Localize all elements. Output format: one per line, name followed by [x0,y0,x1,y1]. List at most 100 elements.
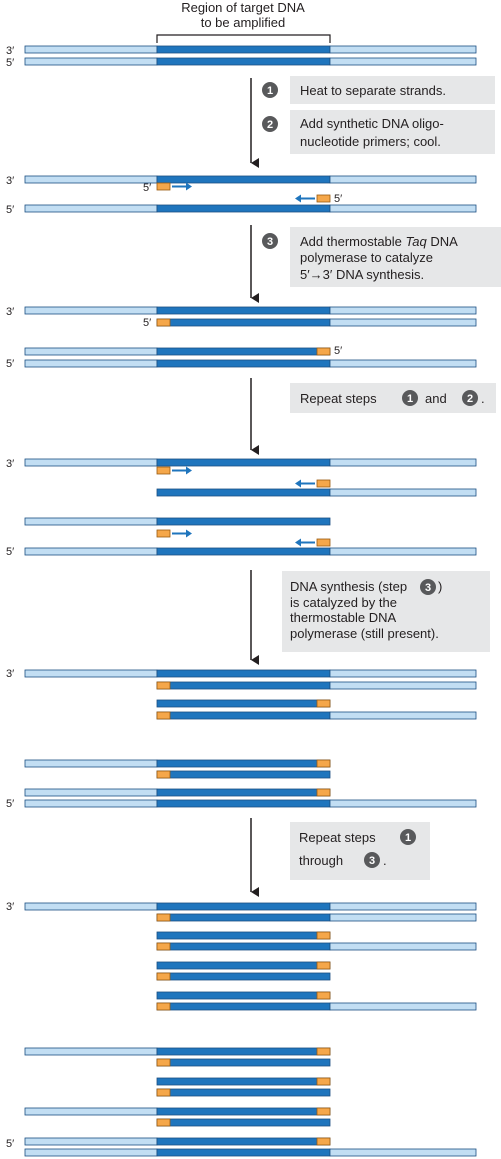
synthesis-badge [420,579,436,595]
three-prime-label: 3′ [6,668,14,680]
arrow-head [186,466,192,475]
header-line1: Region of target DNA [181,0,305,15]
step3-note: 3 Add thermostable Taq DNA polymerase to… [262,227,501,287]
target-region-bracket [156,34,331,43]
flanking-segment [329,204,477,213]
target-segment [156,306,331,315]
primer [156,466,171,475]
target-segment [156,1058,331,1067]
flanking-segment [329,306,477,315]
target-segment [156,204,331,213]
three-prime-label: 3′ [6,175,14,187]
synthesis-badge-number: 3 [425,582,431,594]
repeat-1-3-line1: Repeat steps [299,830,376,845]
three-prime-label: 3′ [6,458,14,470]
target-segment [156,517,331,526]
flanking-segment [24,669,158,678]
flanking-segment [24,759,158,768]
primer [156,1002,171,1011]
target-segment [156,458,331,467]
primer [156,913,171,922]
target-segment [156,1002,331,1011]
arrow-head [295,538,301,547]
flanking-segment [24,1107,158,1116]
primer [156,1088,171,1097]
repeat-1-2-note-box [290,383,496,413]
flanking-segment [24,45,158,54]
step3-badge-number: 3 [267,236,273,248]
synthesis-line1-close: ) [438,579,442,594]
target-segment [156,669,331,678]
five-prime-primer-label: 5′ [143,317,151,329]
target-segment [156,547,331,556]
step2-note-box [290,110,495,154]
flanking-segment [24,799,158,808]
arrow-head [295,194,301,203]
five-prime-label: 5′ [6,546,14,558]
primer [156,1058,171,1067]
target-segment [156,318,331,327]
repeat-1-2-badge-1-number: 1 [407,393,413,405]
target-segment [156,759,331,768]
synthesis-line4: polymerase (still present). [290,626,439,641]
target-segment [156,711,331,720]
primer [156,529,171,538]
target-segment [156,913,331,922]
step2-text-line2: nucleotide primers; cool. [300,134,441,149]
repeat-1-2-text: Repeat steps [300,391,377,406]
flanking-segment [329,57,477,66]
step3-text-line1-pre: Add thermostable [300,234,406,249]
flanking-segment [329,175,477,184]
step3-text-line1: Add thermostable Taq DNA [300,234,458,249]
primer [156,972,171,981]
three-prime-label: 3′ [6,901,14,913]
flanking-segment [329,913,477,922]
flanking-segment [329,359,477,368]
flanking-segment [329,547,477,556]
primer [156,942,171,951]
repeat-1-3-badge-1 [400,829,416,845]
flanking-segment [24,1148,158,1157]
target-segment [156,1148,331,1157]
target-segment [156,1088,331,1097]
primer [316,538,331,547]
flanking-segment [24,902,158,911]
target-segment [156,1047,331,1056]
primer [156,182,171,191]
flanking-segment [329,681,477,690]
step2-badge-number: 2 [267,119,273,131]
target-segment [156,942,331,951]
target-segment [156,1118,331,1127]
flanking-segment [24,788,158,797]
target-segment [156,1107,331,1116]
target-segment [156,681,331,690]
end-labels: 3′ 5′ 3′ 5′ 5′ 5′ 3′ 5′ 5′ 5′ 3′ 5′ 3′ 5… [6,45,342,1150]
primer [156,318,171,327]
flanking-segment [24,347,158,356]
flanking-segment [24,306,158,315]
repeat-1-3-line2: through [299,853,343,868]
five-prime-label: 5′ [6,798,14,810]
step1-text: Heat to separate strands. [300,83,446,98]
flanking-segment [329,1148,477,1157]
arrow-head [186,182,192,191]
five-prime-primer-label: 5′ [143,182,151,194]
step3-badge [262,233,278,249]
primer [316,759,331,768]
primer [316,1107,331,1116]
flanking-segment [329,488,477,497]
flanking-segment [24,359,158,368]
five-prime-label: 5′ [6,1138,14,1150]
step3-text-line3: 5′→3′ DNA synthesis. [300,267,424,282]
target-segment [156,931,331,940]
flanking-segment [24,57,158,66]
step1-note-box [290,76,495,104]
flanking-segment [329,799,477,808]
primer [316,961,331,970]
primer [156,681,171,690]
primer [316,699,331,708]
primer [316,347,331,356]
flanking-segment [329,318,477,327]
repeat-steps-1-3-note: Repeat steps 1 through 3 . [290,822,430,880]
